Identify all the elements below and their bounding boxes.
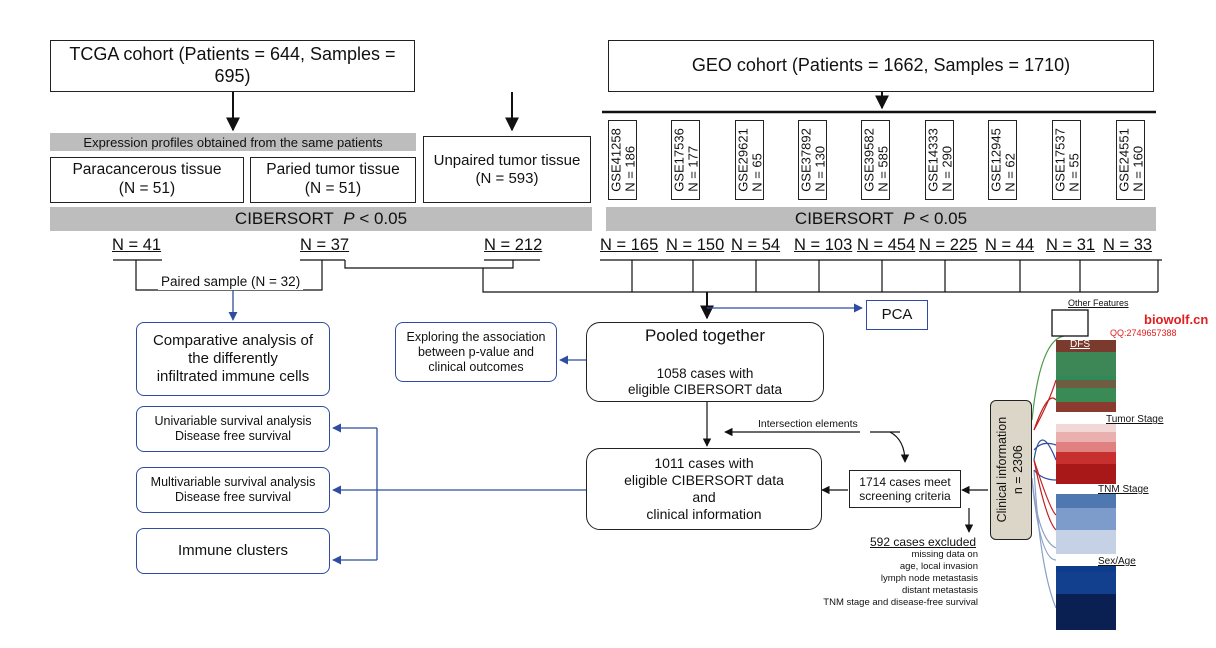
feature-label: DFS — [1070, 339, 1090, 350]
paired-tumor-box: Paried tumor tissue (N = 51) — [250, 157, 416, 203]
geo-dataset-label: GSE17536 N = 177 — [670, 128, 700, 192]
paired-sample-label: Paired sample (N = 32) — [158, 274, 304, 291]
geo-dataset-box: GSE12945 N = 62 — [988, 120, 1017, 200]
feature-label: Other Features — [1068, 298, 1129, 308]
tcga-p-label: P — [343, 209, 355, 228]
pooled-box: Pooled together 1058 cases with eligible… — [586, 322, 824, 402]
same-patients-label: Expression profiles obtained from the sa… — [83, 134, 383, 150]
screening-box: 1714 cases meet screening criteria — [849, 470, 961, 508]
geo-n-label: N = 454 — [857, 236, 916, 254]
clinical-info-box: Clinical information n = 2306 — [990, 400, 1032, 540]
geo-dataset-label: GSE17537 N = 55 — [1051, 128, 1081, 192]
comparative-analysis-box: Comparative analysis of the differently … — [136, 322, 330, 396]
association-box: Exploring the association between p-valu… — [395, 322, 557, 382]
geo-dataset-label: GSE24551 N = 160 — [1115, 128, 1145, 192]
geo-dataset-box: GSE17536 N = 177 — [671, 120, 700, 200]
tcga-n-label: N = 37 — [300, 236, 350, 254]
geo-cibersort-label: CIBERSORT — [794, 209, 894, 228]
clinical-info-n: n = 2306 — [1011, 445, 1026, 495]
geo-dataset-label: GSE37892 N = 130 — [797, 128, 827, 192]
geo-n-label: N = 44 — [985, 236, 1035, 254]
unpaired-tumor-label: Unpaired tumor tissue (N = 593) — [433, 151, 581, 187]
geo-cohort-box: GEO cohort (Patients = 1662, Samples = 1… — [608, 40, 1154, 92]
paracancerous-box: Paracancerous tissue (N = 51) — [50, 157, 244, 203]
geo-dataset-label: GSE12945 N = 62 — [987, 128, 1017, 192]
geo-dataset-box: GSE39582 N = 585 — [861, 120, 890, 200]
final-cases-label: 1011 cases with eligible CIBERSORT data … — [624, 455, 784, 522]
geo-dataset-box: GSE29621 N = 65 — [735, 120, 764, 200]
geo-n-label: N = 31 — [1046, 236, 1096, 254]
final-cases-box: 1011 cases with eligible CIBERSORT data … — [586, 448, 822, 530]
tcga-cibersort-label: CIBERSORT — [234, 209, 334, 228]
tcga-n-label: N = 41 — [112, 236, 162, 254]
feature-label: Tumor Stage — [1106, 414, 1164, 425]
intersection-label: Intersection elements — [758, 418, 858, 430]
geo-n-label: N = 54 — [731, 236, 781, 254]
excluded-title: 592 cases excluded — [870, 535, 977, 549]
geo-dataset-box: GSE41258 N = 186 — [608, 120, 637, 200]
feature-label: TNM Stage — [1098, 484, 1149, 495]
geo-cohort-title: GEO cohort (Patients = 1662, Samples = 1… — [691, 55, 1071, 76]
geo-n-label: N = 103 — [794, 236, 853, 254]
paracancerous-label: Paracancerous tissue (N = 51) — [72, 161, 222, 197]
tcga-cohort-box: TCGA cohort (Patients = 644, Samples = 6… — [50, 40, 415, 92]
multivariable-label: Multivariable survival analysis Disease … — [150, 475, 316, 504]
immune-clusters-label: Immune clusters — [177, 542, 289, 559]
association-label: Exploring the association between p-valu… — [406, 329, 546, 374]
screening-label: 1714 cases meet screening criteria — [859, 474, 951, 503]
watermark-site: biowolf.cn — [1144, 312, 1209, 327]
excluded-reasons: missing data on age, local invasion lymp… — [823, 549, 978, 608]
geo-p-label: P — [903, 209, 915, 228]
feature-label: Sex/Age — [1098, 556, 1136, 567]
geo-n-label: N = 225 — [919, 236, 978, 254]
pca-box: PCA — [866, 300, 928, 330]
geo-dataset-label: GSE39582 N = 585 — [860, 128, 890, 192]
multivariable-box: Multivariable survival analysis Disease … — [136, 467, 330, 513]
geo-n-label: N = 33 — [1103, 236, 1153, 254]
geo-dataset-label: GSE29621 N = 65 — [734, 128, 764, 192]
comparative-analysis-label: Comparative analysis of the differently … — [152, 332, 314, 385]
pooled-title: Pooled together — [644, 326, 766, 346]
same-patients-banner: Expression profiles obtained from the sa… — [50, 133, 416, 151]
univariable-box: Univariable survival analysis Disease fr… — [136, 406, 330, 452]
pooled-detail: 1058 cases with eligible CIBERSORT data — [627, 365, 783, 397]
unpaired-tumor-box: Unpaired tumor tissue (N = 593) — [423, 136, 591, 203]
geo-n-label: N = 150 — [666, 236, 725, 254]
tcga-p-value: < 0.05 — [359, 209, 408, 228]
watermark-qq: QQ:2749657388 — [1110, 328, 1177, 338]
geo-dataset-label: GSE41258 N = 186 — [607, 128, 637, 192]
immune-clusters-box: Immune clusters — [136, 528, 330, 574]
geo-cibersort-bar: CIBERSORT P < 0.05 — [606, 207, 1156, 231]
geo-dataset-box: GSE37892 N = 130 — [798, 120, 827, 200]
geo-dataset-label: GSE14333 N = 290 — [924, 128, 954, 192]
paired-tumor-label: Paried tumor tissue (N = 51) — [266, 161, 400, 197]
geo-p-value: < 0.05 — [919, 209, 968, 228]
clinical-info-label: Clinical information — [995, 417, 1010, 523]
geo-dataset-box: GSE17537 N = 55 — [1052, 120, 1081, 200]
pca-label: PCA — [881, 306, 913, 323]
univariable-label: Univariable survival analysis Disease fr… — [154, 414, 312, 443]
geo-dataset-box: GSE14333 N = 290 — [925, 120, 954, 200]
tcga-n-label: N = 212 — [484, 236, 543, 254]
geo-n-label: N = 165 — [600, 236, 659, 254]
feature-bars — [1051, 309, 1116, 630]
tcga-cibersort-bar: CIBERSORT P < 0.05 — [50, 207, 592, 231]
geo-dataset-box: GSE24551 N = 160 — [1116, 120, 1145, 200]
tcga-cohort-title: TCGA cohort (Patients = 644, Samples = 6… — [69, 44, 396, 86]
